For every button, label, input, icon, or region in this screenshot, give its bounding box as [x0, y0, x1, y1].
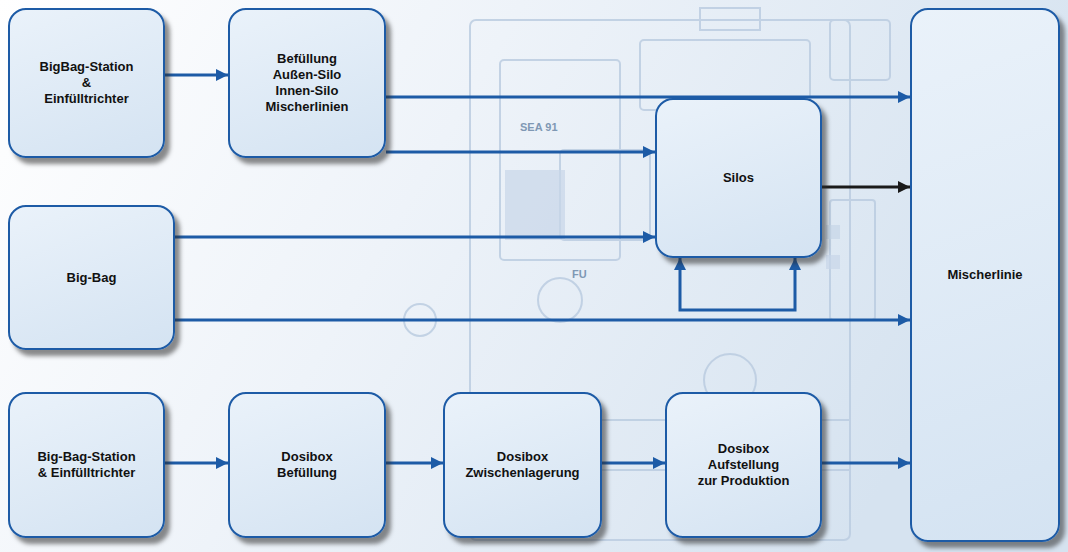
flow-arrow: [175, 319, 910, 322]
flow-arrow: [602, 462, 665, 465]
process-box: Dosibox Aufstellung zur Produktion: [665, 392, 822, 538]
box-label: Befüllung Außen-Silo Innen-Silo Mischerl…: [261, 51, 353, 115]
process-box: Dosibox Befüllung: [228, 392, 386, 538]
background-label: SEA 91: [520, 121, 558, 133]
process-box: BigBag-Station & Einfülltrichter: [8, 8, 165, 158]
box-label: Dosibox Befüllung: [261, 449, 353, 481]
flow-arrow: [386, 151, 655, 154]
box-label: Silos: [723, 170, 754, 186]
process-box: Dosibox Zwischenlagerung: [443, 392, 602, 538]
box-label: Dosibox Zwischenlagerung: [453, 449, 592, 481]
process-box: Befüllung Außen-Silo Innen-Silo Mischerl…: [228, 8, 386, 158]
flow-arrow: [386, 96, 910, 99]
process-box: Mischerlinie: [910, 8, 1060, 542]
flow-arrow: [165, 462, 228, 465]
background-label: FU: [572, 268, 587, 280]
flow-arrow: [165, 74, 228, 77]
box-label: Big-Bag-Station & Einfülltrichter: [37, 449, 137, 481]
process-box: Big-Bag-Station & Einfülltrichter: [8, 392, 165, 538]
flow-arrow: [680, 258, 795, 310]
process-box: Silos: [655, 98, 822, 258]
flow-arrow: [822, 186, 910, 189]
flow-arrow: [822, 462, 910, 465]
flow-arrow: [386, 462, 443, 465]
process-box: Big-Bag: [8, 205, 175, 350]
box-label: Big-Bag: [67, 270, 117, 286]
flow-arrow: [175, 236, 655, 239]
box-label: BigBag-Station & Einfülltrichter: [38, 59, 135, 107]
box-label: Mischerlinie: [947, 267, 1022, 283]
box-label: Dosibox Aufstellung zur Produktion: [697, 441, 790, 489]
machine-panel-sketch: [404, 8, 890, 540]
